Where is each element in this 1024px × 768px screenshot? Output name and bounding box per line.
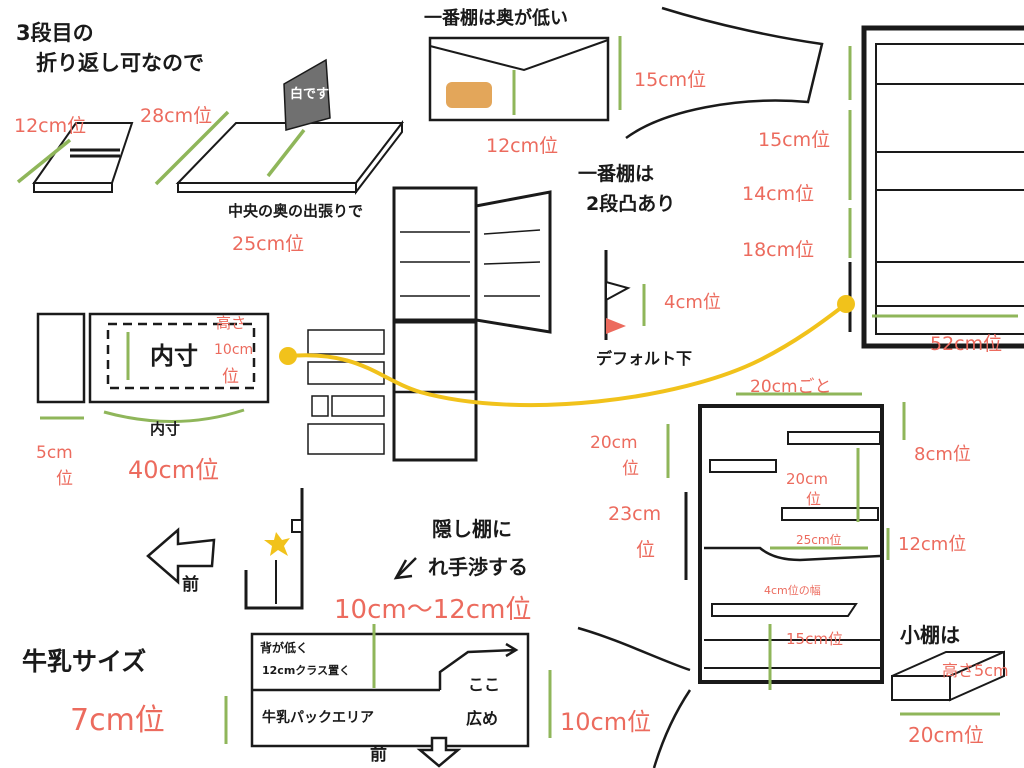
fold-note-line1: 3段目の bbox=[16, 21, 94, 45]
top-shelf-diagram: 一番棚は奥が低い 15cm位 12cm位 bbox=[424, 7, 706, 157]
center-25cm-label: 25cm位 bbox=[232, 233, 304, 255]
koko-line2: 広め bbox=[466, 709, 498, 728]
door-23cm-line2: 位 bbox=[636, 539, 655, 561]
front-arrow-icon bbox=[146, 527, 216, 585]
right-15cm-label: 15cm位 bbox=[758, 129, 830, 151]
hidden-shelf-line2: れ手渉する bbox=[428, 555, 528, 579]
front-arrow-diagram: 前 bbox=[146, 488, 304, 610]
right-14cm-label: 14cm位 bbox=[742, 183, 814, 205]
door-8cm-label: 8cm位 bbox=[914, 444, 971, 465]
box-height-line2: 10cm bbox=[214, 342, 253, 358]
right-52cm-label: 52cm位 bbox=[930, 333, 1002, 355]
box-height-line1: 高さ bbox=[216, 314, 246, 332]
down-arrow-icon bbox=[416, 736, 462, 768]
milk-note-line1: 背が低く bbox=[260, 640, 308, 655]
right-18cm-label: 18cm位 bbox=[742, 239, 814, 261]
measure-12-line bbox=[16, 138, 72, 184]
fridge-interior-right: 15cm位 14cm位 18cm位 52cm位 bbox=[742, 25, 1024, 355]
hidden-shelf-line1: 隠し棚に bbox=[432, 517, 512, 541]
door-25cm-label: 25cm位 bbox=[796, 532, 842, 547]
step-4cm-label: 4cm位 bbox=[664, 292, 721, 313]
folding-shelf-diagram: 3段目の 折り返し可なので 白です 12cm位 28cm位 中央の奥の出張りで … bbox=[14, 21, 405, 255]
door-15cm-label: 15cm位 bbox=[786, 630, 843, 648]
door-20cm-line2: 位 bbox=[622, 459, 639, 479]
front-bottom-label: 前 bbox=[370, 744, 387, 765]
tag-icon bbox=[446, 82, 492, 108]
milk-7cm-label: 7cm位 bbox=[70, 703, 165, 738]
milk-area-label: 牛乳パックエリア bbox=[262, 709, 374, 726]
front-left-label: 前 bbox=[182, 574, 199, 595]
white-card bbox=[283, 58, 331, 131]
step-note-line2: 2段凸あり bbox=[586, 192, 675, 215]
door-20cm-line1: 20cm bbox=[590, 433, 638, 453]
small-shelf-note: 小棚は bbox=[900, 623, 960, 647]
door-4cm-width-label: 4cm位の幅 bbox=[764, 583, 821, 597]
default-down-label: デフォルト下 bbox=[596, 349, 692, 368]
left-12cm-label: 12cm位 bbox=[14, 115, 86, 137]
center-back-label: 中央の奥の出張りで bbox=[228, 202, 363, 220]
koko-line1: ここ bbox=[468, 675, 500, 694]
curve-outline-top bbox=[625, 6, 824, 140]
small-20cm-label: 20cm位 bbox=[908, 723, 984, 747]
box-naisun-label: 内寸 bbox=[150, 342, 198, 370]
hidden-10-12cm-label: 10cm～12cm位 bbox=[334, 595, 531, 625]
milk-size-label: 牛乳サイズ bbox=[22, 647, 146, 676]
small-height-label: 高さ5cm bbox=[942, 661, 1009, 680]
sparkle-icon bbox=[264, 532, 290, 556]
connector-line bbox=[287, 302, 848, 408]
door-20cm-b-line1: 20cm bbox=[786, 470, 828, 488]
milk-area-diagram: 隠し棚に れ手渉する 10cm～12cm位 牛乳サイズ 7cm位 背が低く 12… bbox=[22, 517, 651, 768]
top-15cm-label: 15cm位 bbox=[634, 69, 706, 91]
curve-outline-bottom bbox=[577, 626, 692, 768]
top-12cm-label: 12cm位 bbox=[486, 135, 558, 157]
door-20cm-b-line2: 位 bbox=[806, 490, 821, 508]
door-pocket-diagram: 20cmごと 20cm 位 8cm位 20cm 位 23cm 位 12cm位 2… bbox=[590, 377, 971, 690]
box-5cm-label2: 位 bbox=[56, 469, 73, 489]
box-height-line3: 位 bbox=[222, 367, 239, 387]
shiro-desu-label: 白です bbox=[290, 86, 329, 102]
small-shelf-diagram: 小棚は 高さ5cm 20cm位 bbox=[891, 623, 1009, 747]
bump-diagram: 一番棚は 2段凸あり 4cm位 デフォルト下 bbox=[578, 162, 721, 368]
box-inner-label: 内寸 bbox=[150, 420, 180, 438]
connector-dot-right bbox=[837, 295, 855, 313]
connector-dot-left bbox=[279, 347, 297, 365]
fridge-overview bbox=[307, 186, 552, 462]
measure-25-line bbox=[266, 128, 306, 178]
inner-size-box: 内寸 高さ 10cm 位 5cm 位 内寸 40cm位 bbox=[36, 312, 270, 489]
door-12cm-label: 12cm位 bbox=[898, 534, 966, 555]
fold-note-line2: 折り返し可なので bbox=[36, 51, 204, 75]
box-40cm-label: 40cm位 bbox=[128, 456, 219, 484]
door-23cm-line1: 23cm bbox=[608, 503, 661, 525]
milk-note-line2: 12cmクラス置く bbox=[262, 664, 350, 677]
top-shelf-note: 一番棚は奥が低い bbox=[424, 7, 568, 29]
step-note-line1: 一番棚は bbox=[578, 162, 654, 185]
milk-10cm-label: 10cm位 bbox=[560, 708, 651, 736]
door-top-20cm-label: 20cmごと bbox=[750, 377, 832, 397]
measure-28-line bbox=[154, 110, 230, 186]
box-5cm-label: 5cm bbox=[36, 443, 73, 463]
left-28cm-label: 28cm位 bbox=[140, 105, 212, 127]
